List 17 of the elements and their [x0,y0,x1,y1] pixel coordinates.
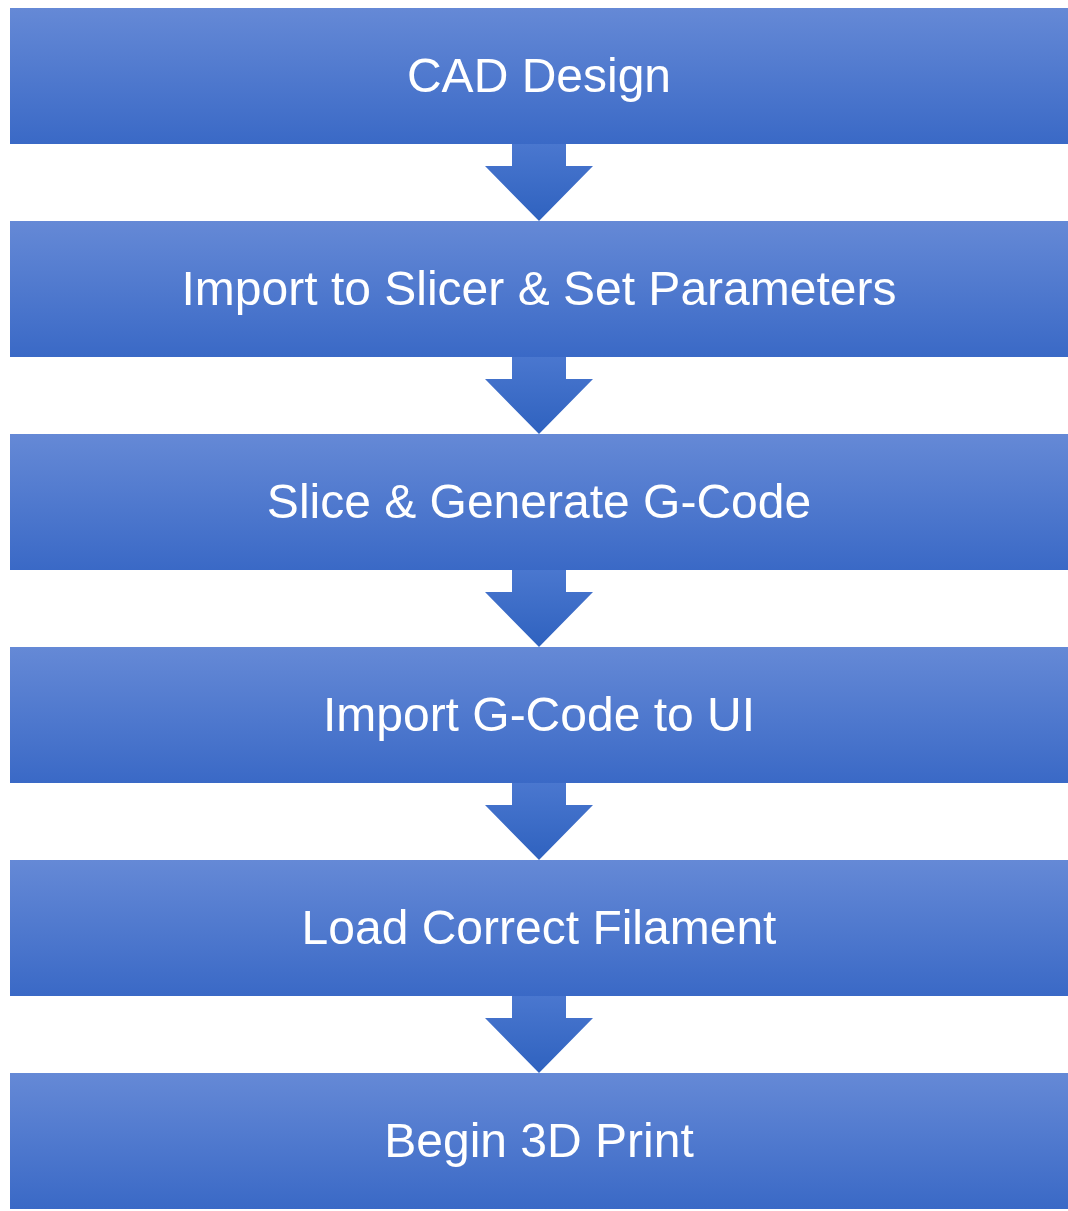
block-arrow [485,357,593,434]
step-label: Slice & Generate G-Code [266,474,812,530]
block-arrow [485,144,593,221]
step-label: Import to Slicer & Set Parameters [181,261,897,317]
process-box [10,860,1068,996]
step-label: Import G-Code to UI [322,687,756,743]
block-arrow [485,996,593,1073]
block-arrow [485,783,593,860]
step-label: CAD Design [406,48,672,104]
process-box [10,434,1068,570]
process-box [10,221,1068,357]
step-label: Load Correct Filament [301,900,777,956]
process-box [10,1073,1068,1209]
process-box [10,8,1068,144]
step-label: Begin 3D Print [384,1113,694,1169]
process-box [10,647,1068,783]
block-arrow [485,570,593,647]
